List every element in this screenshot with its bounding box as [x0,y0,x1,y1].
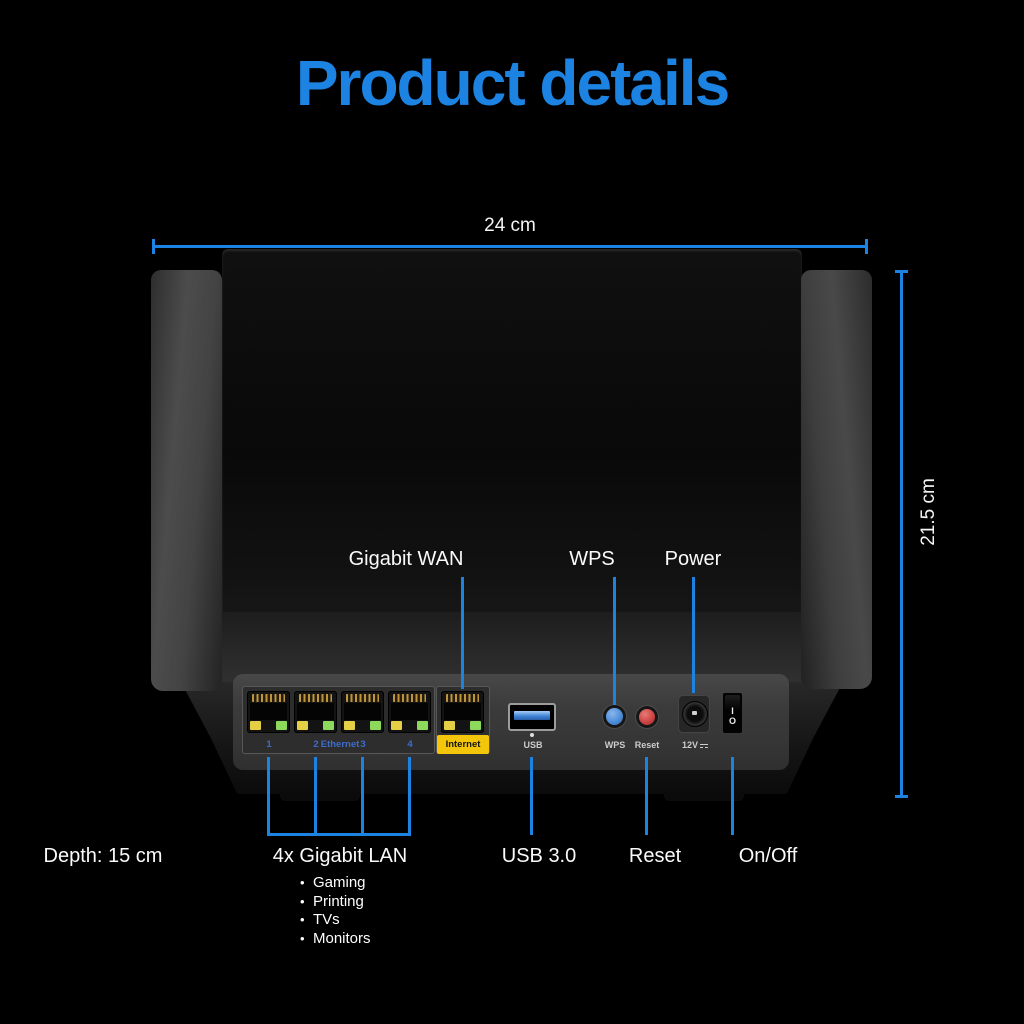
power-jack [678,695,710,733]
reset-button-label: Reset [634,740,660,750]
led-green [276,721,287,730]
lan-use-item: Monitors [300,930,371,949]
lan-uses-list: Gaming Printing TVs Monitors [300,874,371,948]
usb-indicator-dot [530,733,534,737]
callout-onoff: On/Off [738,845,798,867]
lan-use-item: Gaming [300,874,371,893]
led-yellow [344,721,355,730]
switch-off-mark: O [728,716,736,726]
callout-line-reset [645,757,648,835]
led-yellow [297,721,308,730]
callout-gigabit-wan: Gigabit WAN [348,548,464,570]
callout-line-lan-4 [408,757,411,835]
led-green [417,721,428,730]
lan-port-3 [341,691,384,733]
router-foot-left [280,792,360,801]
led-yellow [444,721,455,730]
height-dimension-label: 21.5 cm [918,478,939,546]
dc-current-icon [700,744,709,748]
led-green [370,721,381,730]
antenna-right [801,270,872,689]
width-dimension-label: 24 cm [484,215,536,236]
lan-port-1 [247,691,290,733]
callout-wps: WPS [569,548,615,570]
router-top-surface [181,612,843,684]
rj45-pins [346,694,379,702]
internet-tag: Internet [437,735,489,754]
rj45-pins [393,694,426,702]
height-dimension-line [900,270,903,798]
callout-line-onoff [731,757,734,835]
port-4-label: 4 [407,739,413,750]
port-1-label: 1 [266,739,272,750]
ethernet-label: Ethernet [320,739,360,750]
callout-line-usb [530,757,533,835]
wps-button-label: WPS [604,740,626,750]
callout-gigabit-lan: 4x Gigabit LAN [272,845,408,867]
wps-button [606,708,623,725]
callout-line-gigabit-wan [461,577,464,689]
power-voltage-label: 12V [681,740,699,750]
power-switch: I O [723,693,742,733]
power-switch-rocker [725,695,740,709]
callout-line-lan-2 [314,757,317,835]
width-dimension-cap-right [865,239,868,254]
usb-tongue [514,711,550,720]
router-foot-right [664,792,744,801]
callout-line-wps [613,577,616,705]
rj45-cavity [344,703,381,720]
led-green [323,721,334,730]
rj45-pins [299,694,332,702]
width-dimension-line [152,245,868,248]
page-title: Product details [295,47,730,119]
rj45-cavity [297,703,334,720]
lan-port-2 [294,691,337,733]
callout-line-lan-1 [267,757,270,835]
wan-port [441,691,484,733]
port-3-label: 3 [360,739,366,750]
callout-reset: Reset [628,845,682,867]
usb-port-label: USB [523,740,543,750]
height-dimension-cap-top [895,270,908,273]
reset-button [639,709,655,725]
led-yellow [391,721,402,730]
lan-port-4 [388,691,431,733]
callout-power: Power [664,548,722,570]
lan-use-item: Printing [300,893,371,912]
height-dimension-cap-bottom [895,795,908,798]
width-dimension-cap-left [152,239,155,254]
power-jack-ring [682,701,708,727]
port-2-label: 2 [313,739,319,750]
power-jack-label: 12V [681,740,709,750]
depth-dimension-label: Depth: 15 cm [43,845,163,867]
callout-bracket-lan [267,833,411,836]
lan-use-item: TVs [300,911,371,930]
callout-usb: USB 3.0 [501,845,577,867]
led-green [470,721,481,730]
led-yellow [250,721,261,730]
antenna-left [151,270,222,691]
rj45-pins [252,694,285,702]
usb-port [508,703,556,731]
power-jack-pin [692,711,697,715]
rj45-cavity [250,703,287,720]
router-front-slab [222,249,802,621]
callout-line-power [692,577,695,693]
rj45-cavity [391,703,428,720]
rj45-cavity [444,703,481,720]
callout-line-lan-3 [361,757,364,835]
rj45-pins [446,694,479,702]
switch-on-mark: I [731,706,734,716]
